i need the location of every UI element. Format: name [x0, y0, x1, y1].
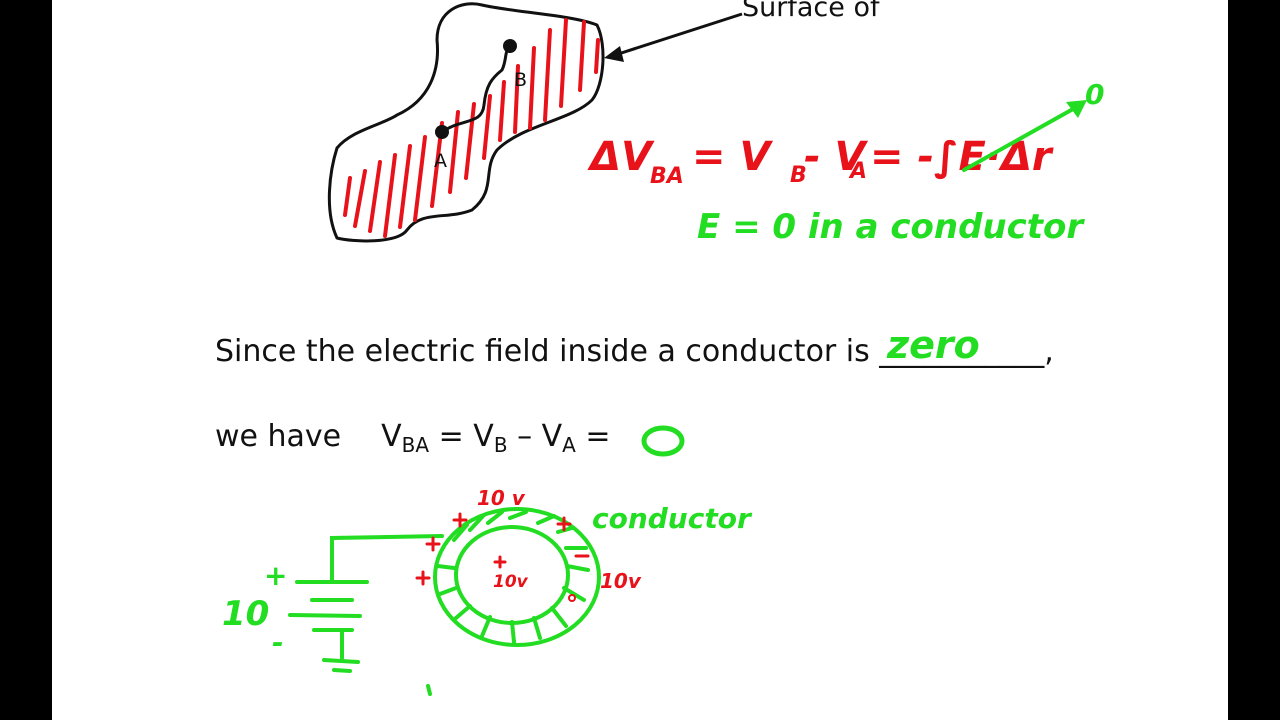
green-cross-arrow-head [1066, 100, 1087, 118]
ten-volt-inner: 10v [493, 572, 529, 592]
point-b-label: B [514, 69, 528, 91]
subscript-a: A [562, 433, 576, 457]
e-zero-note: E = 0 in a conductor [697, 207, 1085, 247]
we-have-text: we have [215, 419, 342, 454]
point-a-dot [435, 125, 449, 139]
svg-text:- V: - V [804, 134, 869, 180]
v-symbol: V [473, 419, 494, 454]
battery-ten-label: 10 [222, 594, 269, 634]
subscript-ba: BA [401, 433, 430, 457]
ten-volt-right: 10v [600, 569, 642, 593]
path-a-to-b [441, 44, 512, 134]
ten-volt-top: 10 v [477, 486, 526, 510]
svg-text:ΔV: ΔV [587, 134, 655, 180]
battery-minus-sign: - [272, 626, 284, 659]
ink-layer: ΔV BA = V B - V A = -∫E·Δr 0 E = 0 in a … [222, 2, 1104, 696]
conductor-label: conductor [592, 502, 753, 535]
result-zero-circle [641, 425, 685, 457]
battery-plus-sign: + [264, 559, 287, 592]
svg-text:A: A [848, 159, 867, 184]
equals-sign: = [429, 419, 474, 454]
whiteboard-slide: ΔV BA = V B - V A = -∫E·Δr 0 E = 0 in a … [52, 0, 1228, 720]
charge-dot [568, 594, 576, 602]
surface-arrow-head [604, 46, 624, 62]
svg-text:B: B [790, 163, 807, 188]
conductor-blob-outline [327, 2, 605, 243]
surface-charges [415, 512, 590, 586]
battery-circuit [288, 534, 444, 696]
subscript-b: B [493, 433, 508, 457]
svg-text:= V: = V [692, 134, 773, 180]
point-b-dot [503, 39, 517, 53]
svg-text:= -∫E·Δr: = -∫E·Δr [870, 134, 1054, 180]
hollow-conductor-sphere [433, 507, 601, 647]
point-a-label: A [434, 150, 447, 172]
surface-arrow-shaft [611, 12, 743, 58]
red-hatching [343, 18, 600, 238]
blank-answer-zero: zero [886, 323, 980, 367]
equals-sign: = [575, 419, 611, 454]
arrow-zero: 0 [1085, 78, 1104, 111]
svg-text:BA: BA [650, 164, 684, 189]
surface-label: Surface of [742, 0, 880, 23]
minus-sign: – [507, 419, 542, 454]
green-cross-arrow [962, 102, 1084, 172]
v-symbol: V [381, 419, 402, 454]
delta-v-equation: ΔV BA = V B - V A = -∫E·Δr [587, 134, 1054, 189]
v-symbol: V [541, 419, 563, 454]
since-sentence: Since the electric field inside a conduc… [215, 334, 1054, 369]
